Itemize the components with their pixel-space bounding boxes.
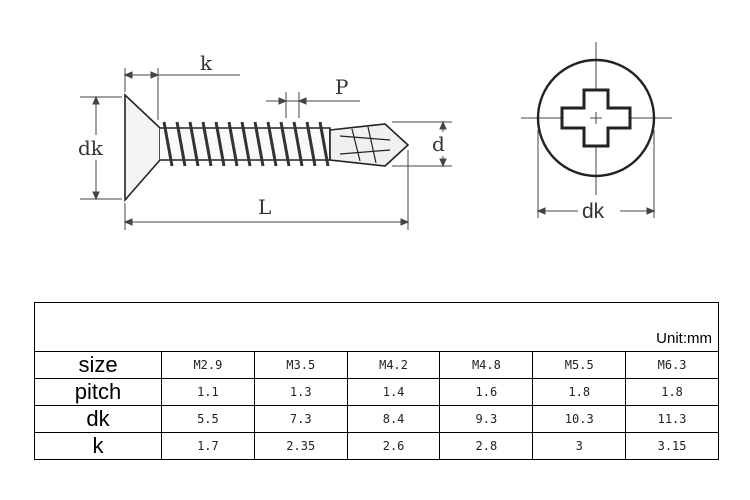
table-cell: 1.8 (625, 378, 719, 406)
label-k: k (200, 51, 213, 75)
drill-point (329, 123, 410, 167)
table-row-k: k 1.7 2.35 2.6 2.8 3 3.15 (34, 432, 719, 460)
table-cell: 2.6 (346, 432, 441, 460)
screw-side-view (124, 93, 410, 203)
dim-k (123, 68, 240, 120)
screw-top-view (521, 42, 672, 195)
table-cell: 1.4 (346, 378, 441, 406)
label-dk-side: dk (78, 136, 104, 160)
table-cell: 10.3 (532, 405, 627, 433)
table-cell: 1.8 (532, 378, 627, 406)
head-circle (536, 58, 656, 178)
table-cell: 1.1 (161, 378, 255, 406)
row-header-pitch: pitch (34, 378, 162, 406)
table-cell: M6.3 (625, 351, 719, 379)
table-cell: M5.5 (532, 351, 627, 379)
table-cell: 1.6 (439, 378, 534, 406)
table-cell: 2.35 (253, 432, 348, 460)
spec-grid: size M2.9 M3.5 M4.2 M4.8 M5.5 M6.3 pitch… (34, 351, 719, 460)
table-cell: M4.2 (346, 351, 441, 379)
dim-length (123, 150, 410, 230)
table-cell: 1.3 (253, 378, 348, 406)
table-row-size: size M2.9 M3.5 M4.2 M4.8 M5.5 M6.3 (34, 351, 719, 379)
table-cell: 3.15 (625, 432, 719, 460)
table-cell: M2.9 (161, 351, 255, 379)
dim-pitch (266, 92, 360, 118)
screw-threads (162, 121, 330, 167)
dim-dk-side (80, 95, 122, 201)
dim-dk-top (536, 130, 656, 218)
table-row-pitch: pitch 1.1 1.3 1.4 1.6 1.8 1.8 (34, 378, 719, 406)
unit-label: Unit:mm (656, 330, 712, 347)
screw-head (124, 93, 161, 203)
spec-table: Unit:mm size M2.9 M3.5 M4.2 M4.8 M5.5 M6… (34, 302, 719, 460)
table-cell: 11.3 (625, 405, 719, 433)
table-cell: M3.5 (253, 351, 348, 379)
label-l: L (258, 195, 271, 219)
table-cell: 3 (532, 432, 627, 460)
dim-d (392, 120, 452, 168)
row-header-size: size (34, 351, 162, 379)
table-cell: 1.7 (161, 432, 255, 460)
table-cell: 8.4 (346, 405, 441, 433)
screw-technical-drawing: k P dk d L (78, 42, 672, 230)
label-p: P (335, 75, 348, 99)
table-cell: 2.8 (439, 432, 534, 460)
label-d: d (432, 132, 445, 156)
table-cell: 5.5 (161, 405, 255, 433)
label-dk-top: dk (582, 200, 605, 223)
table-cell: M4.8 (439, 351, 534, 379)
row-header-k: k (34, 432, 162, 460)
table-cell: 7.3 (253, 405, 348, 433)
row-header-dk: dk (34, 405, 162, 433)
table-cell: 9.3 (439, 405, 534, 433)
table-row-dk: dk 5.5 7.3 8.4 9.3 10.3 11.3 (34, 405, 719, 433)
